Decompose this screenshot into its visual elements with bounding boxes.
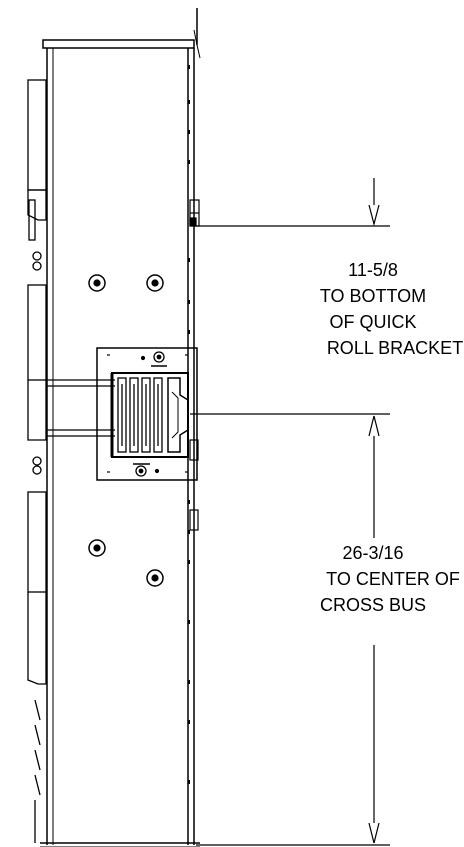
dimension-desc-lower-1: TO CENTER OF xyxy=(326,569,460,589)
dimension-label-upper: 11-5/8 TO BOTTOM OF QUICK ROLL BRACKET xyxy=(273,257,464,361)
dimension-value-lower: 26-3/16 xyxy=(342,543,404,563)
dimension-line-lower xyxy=(190,413,390,846)
dimension-desc-upper-1: TO BOTTOM xyxy=(319,286,427,306)
dimension-desc-upper-2: OF QUICK xyxy=(329,312,417,332)
dimension-desc-lower-2: CROSS BUS xyxy=(319,595,427,615)
cabinet-body xyxy=(40,8,201,847)
quick-roll-bracket xyxy=(189,199,200,531)
dimension-desc-upper-3: ROLL BRACKET xyxy=(326,338,464,358)
cross-bus-assembly xyxy=(47,347,198,481)
left-side-panels xyxy=(27,79,47,843)
dimension-line-upper xyxy=(196,178,390,227)
dimension-label-lower: 26-3/16 TO CENTER OF CROSS BUS xyxy=(273,540,464,618)
access-holes xyxy=(88,274,164,587)
dimension-value-upper: 11-5/8 xyxy=(348,260,398,280)
